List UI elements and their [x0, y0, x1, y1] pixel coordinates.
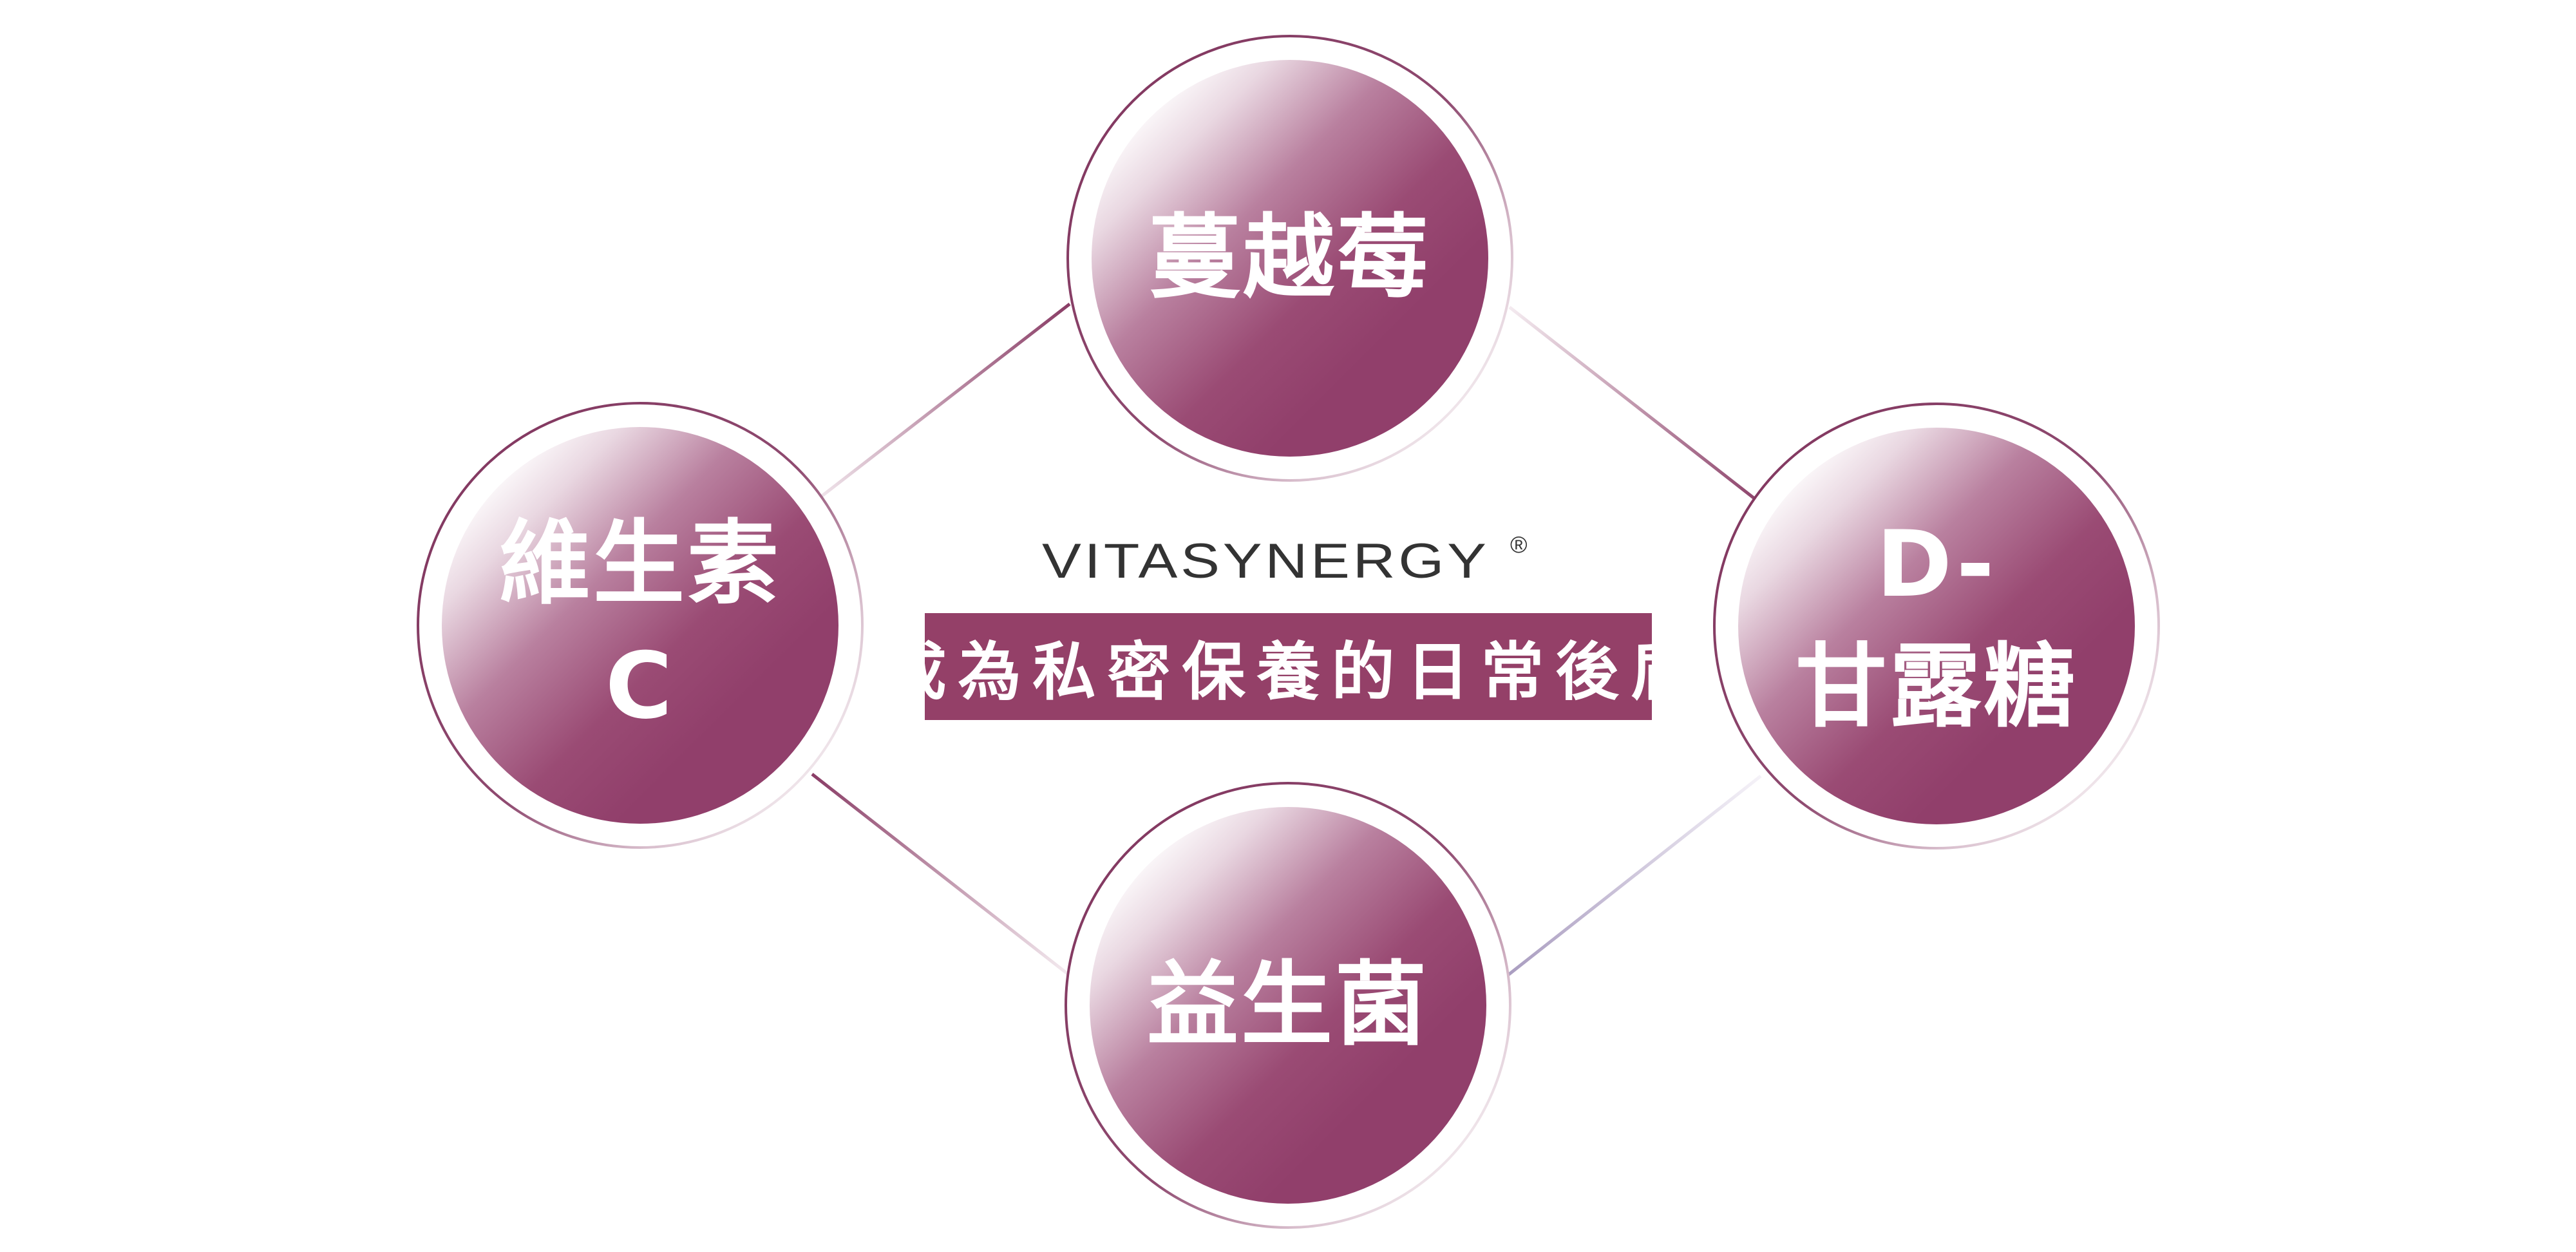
node-label-bottom: 益生菌 — [1090, 807, 1486, 1204]
tagline-banner: 成為私密保養的日常後盾 — [884, 613, 1694, 720]
node-label-line: 甘露糖 — [1795, 634, 2078, 740]
node-cranberry — [1066, 35, 1513, 482]
node-label-line: D- — [1876, 511, 1997, 618]
node-label-top: 蔓越莓 — [1092, 60, 1488, 457]
node-label-right: D- 甘露糖 — [1738, 428, 2135, 824]
tagline-text: 成為私密保養的日常後盾 — [883, 636, 1705, 709]
node-sphere — [1738, 428, 2135, 824]
connector-top-right — [1508, 306, 1770, 511]
brand-logo: VITASYNERGY ® — [1042, 533, 1528, 587]
node-sphere — [442, 427, 838, 824]
node-vitamin-c — [417, 402, 864, 849]
node-label-line: 蔓越莓 — [1149, 205, 1431, 311]
node-label-left: 維生素 C — [442, 427, 838, 824]
connector-left-top — [808, 303, 1071, 507]
node-sphere — [1092, 60, 1488, 457]
brand-name: VITASYNERGY — [1042, 534, 1490, 589]
node-sphere — [1090, 807, 1486, 1204]
registered-mark-icon: ® — [1510, 531, 1528, 558]
node-label-line: 維生素 — [499, 511, 781, 617]
connector-bottom-right — [1502, 775, 1762, 980]
node-probiotics — [1065, 782, 1511, 1229]
node-d-mannose — [1713, 403, 2160, 849]
node-label-line: C — [605, 633, 676, 739]
connector-left-bottom — [811, 773, 1070, 976]
node-label-line: 益生菌 — [1147, 952, 1429, 1058]
